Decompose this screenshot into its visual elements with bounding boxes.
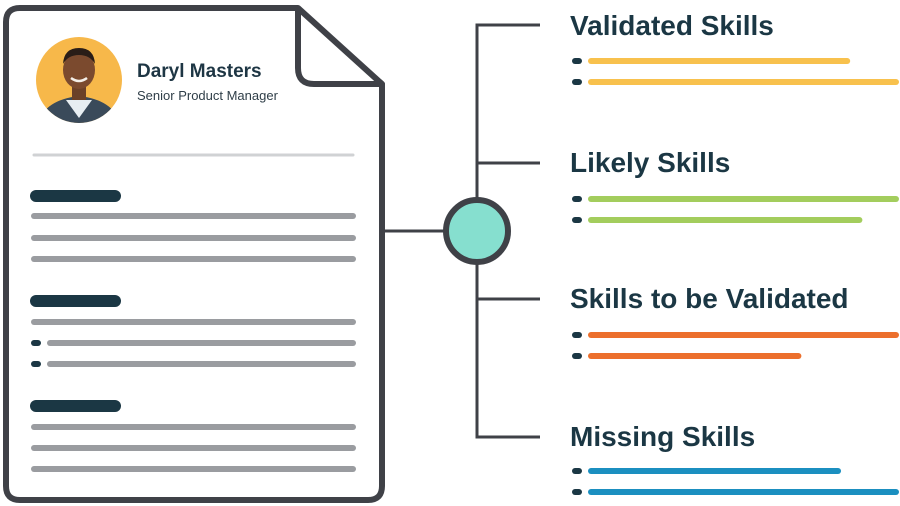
avatar <box>36 37 122 123</box>
hub-node <box>443 197 511 265</box>
skill-category-validated: Validated Skills <box>570 10 774 41</box>
resume-document <box>3 5 385 503</box>
candidate-role: Senior Product Manager <box>137 88 278 103</box>
folded-corner <box>295 8 382 87</box>
skill-category-to-be-validated: Skills to be Validated <box>570 283 849 314</box>
candidate-name: Daryl Masters <box>137 61 262 82</box>
skill-category-missing: Missing Skills <box>570 421 756 452</box>
skill-category-likely: Likely Skills <box>570 147 731 178</box>
